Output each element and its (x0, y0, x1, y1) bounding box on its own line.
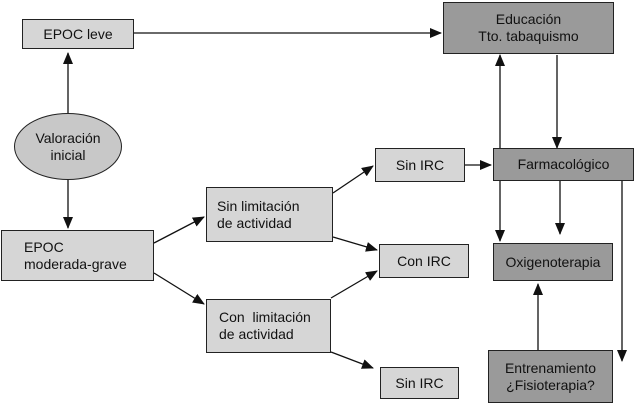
node-sin-irc-bottom-text: Sin IRC (395, 374, 444, 391)
node-sin-irc-top-text: Sin IRC (395, 156, 445, 173)
node-sin-limitacion-line-2: de actividad (217, 214, 292, 231)
node-oxigenoterapia: Oxigenoterapia (493, 243, 613, 281)
arrow-sin-limitacion-to-sin-irc (332, 165, 374, 194)
node-valoracion-inicial: Valoración inicial (14, 113, 122, 180)
node-con-limitacion: Con limitación de actividad (206, 299, 331, 353)
node-sin-limitacion-line-1: Sin limitación (217, 197, 300, 214)
node-epoc-moderada-line-2: moderada-grave (24, 255, 127, 272)
node-educacion: Educación Tto. tabaquismo (443, 2, 614, 54)
node-con-irc-text: Con IRC (397, 252, 451, 269)
node-valoracion-line-2: inicial (50, 146, 86, 163)
node-sin-irc-top: Sin IRC (375, 148, 465, 182)
node-educacion-line-2: Tto. tabaquismo (478, 28, 579, 44)
node-con-irc: Con IRC (379, 244, 469, 278)
node-farmacologico: Farmacológico (493, 148, 634, 181)
arrow-epoc-moderada-to-con-limitacion (153, 272, 205, 305)
node-farmacologico-text: Farmacológico (517, 156, 610, 172)
node-sin-limitacion: Sin limitación de actividad (206, 187, 333, 242)
arrow-sin-limitacion-to-con-irc (332, 236, 378, 252)
node-educacion-line-1: Educación (495, 11, 562, 27)
node-entrenamiento-line-1: Entrenamiento (504, 359, 597, 376)
node-valoracion-line-1: Valoración (35, 129, 101, 146)
node-epoc-leve: EPOC leve (22, 19, 134, 49)
arrow-con-limitacion-to-con-irc (330, 270, 378, 299)
arrow-con-limitacion-to-sin-irc (330, 351, 374, 369)
node-con-limitacion-line-1: Con limitación (219, 309, 311, 325)
node-epoc-leve-text: EPOC leve (43, 25, 113, 42)
node-oxigenoterapia-text: Oxigenoterapia (505, 253, 601, 270)
node-con-limitacion-line-2: de actividad (219, 326, 294, 342)
node-epoc-moderada-line-1: EPOC (24, 238, 64, 255)
node-sin-irc-bottom: Sin IRC (380, 367, 459, 399)
node-entrenamiento-line-2: ¿Fisioterapia? (506, 376, 595, 393)
arrow-epoc-moderada-to-sin-limitacion (153, 216, 205, 244)
node-entrenamiento: Entrenamiento ¿Fisioterapia? (488, 350, 613, 403)
node-epoc-moderada-grave: EPOC moderada-grave (1, 230, 154, 281)
